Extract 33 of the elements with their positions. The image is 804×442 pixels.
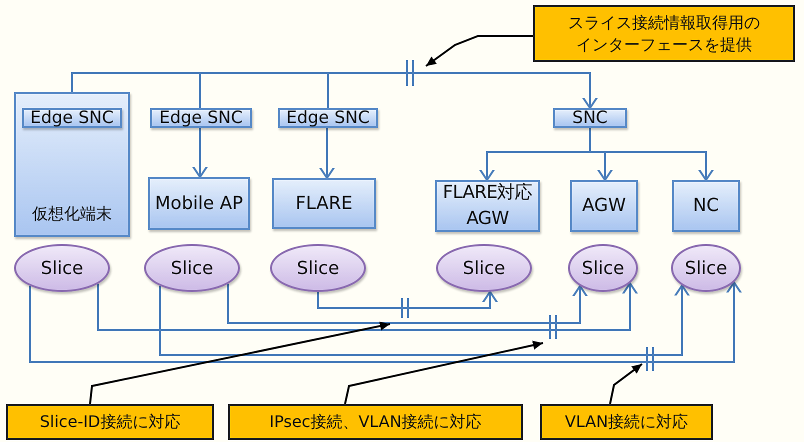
device-box: Mobile AP [148,177,250,230]
leader-arrow [609,363,643,404]
slice-ellipse: Slice [270,244,366,292]
connector-arrow [97,282,639,331]
device-box: NC [672,180,740,232]
callout-box: Slice-ID接続に対応 [6,404,214,440]
slice-ellipse: Slice [436,244,532,292]
controller-box: Edge SNC [150,108,252,128]
controller-box: Edge SNC [22,108,122,128]
slice-ellipse: Slice [568,244,638,292]
terminal-label: 仮想化端末 [31,204,113,225]
callout-box: IPsec接続、VLAN接続に対応 [228,404,523,440]
device-box: AGW [570,180,638,232]
connector-arrow [71,72,599,109]
terminal-box [14,92,130,237]
callout-box: スライス接続情報取得用のインターフェースを提供 [533,5,795,62]
connector-arrow [227,284,589,324]
device-box: FLARE対応AGW [435,180,540,232]
controller-box: Edge SNC [278,108,378,128]
connector-arrow [317,290,499,309]
controller-box: SNC [553,108,627,128]
connector-arrow [159,284,691,356]
slice-ellipse: Slice [671,244,741,292]
connector-arrow [191,128,209,178]
device-box: FLARE [272,178,376,229]
slice-ellipse: Slice [144,244,240,292]
connector-arrow [29,281,743,363]
connector-arrow [318,128,336,179]
leader-arrow [344,340,544,404]
leader-arrow [89,321,390,404]
callout-box: VLAN接続に対応 [540,404,713,440]
slice-ellipse: Slice [14,244,110,292]
leader-arrow [425,35,533,67]
